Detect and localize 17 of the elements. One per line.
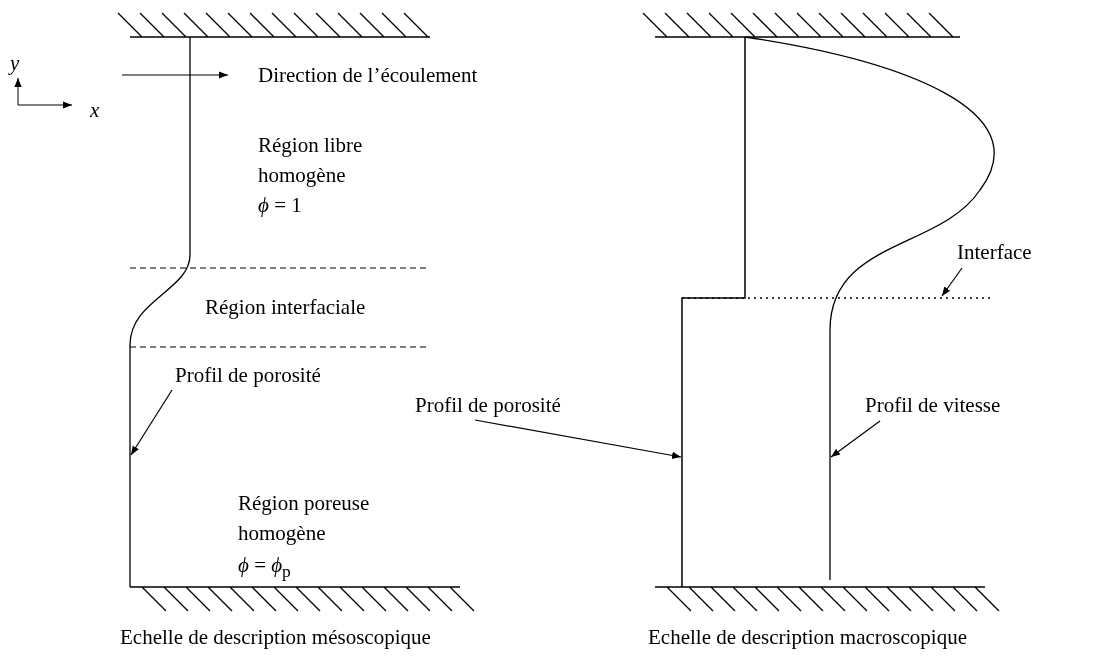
annotation-text: Profil de vitesse [865, 390, 1001, 420]
axis-label: x [90, 97, 100, 124]
region-label: Région interfaciale [205, 294, 366, 321]
formula-label: ϕ = 1 [258, 192, 302, 219]
axis-label: y [10, 50, 20, 77]
porosity-step-line [681, 36, 746, 588]
formula-label: ϕ = ϕ$_{p}$ [238, 552, 291, 584]
annotation-text: Profil de porosité [175, 360, 321, 390]
flow-direction-label: Direction de l’écoulement [258, 62, 478, 89]
annotation-text: Profil de porosité [415, 390, 561, 420]
annotation-text: Interface [957, 237, 1032, 267]
caption-text: Echelle de description mésoscopique [120, 624, 431, 651]
leader-line [830, 420, 881, 458]
caption-text: Echelle de description macroscopique [648, 624, 967, 651]
leader-line [941, 267, 963, 297]
leader-line [130, 389, 173, 456]
leader-line [474, 419, 682, 459]
